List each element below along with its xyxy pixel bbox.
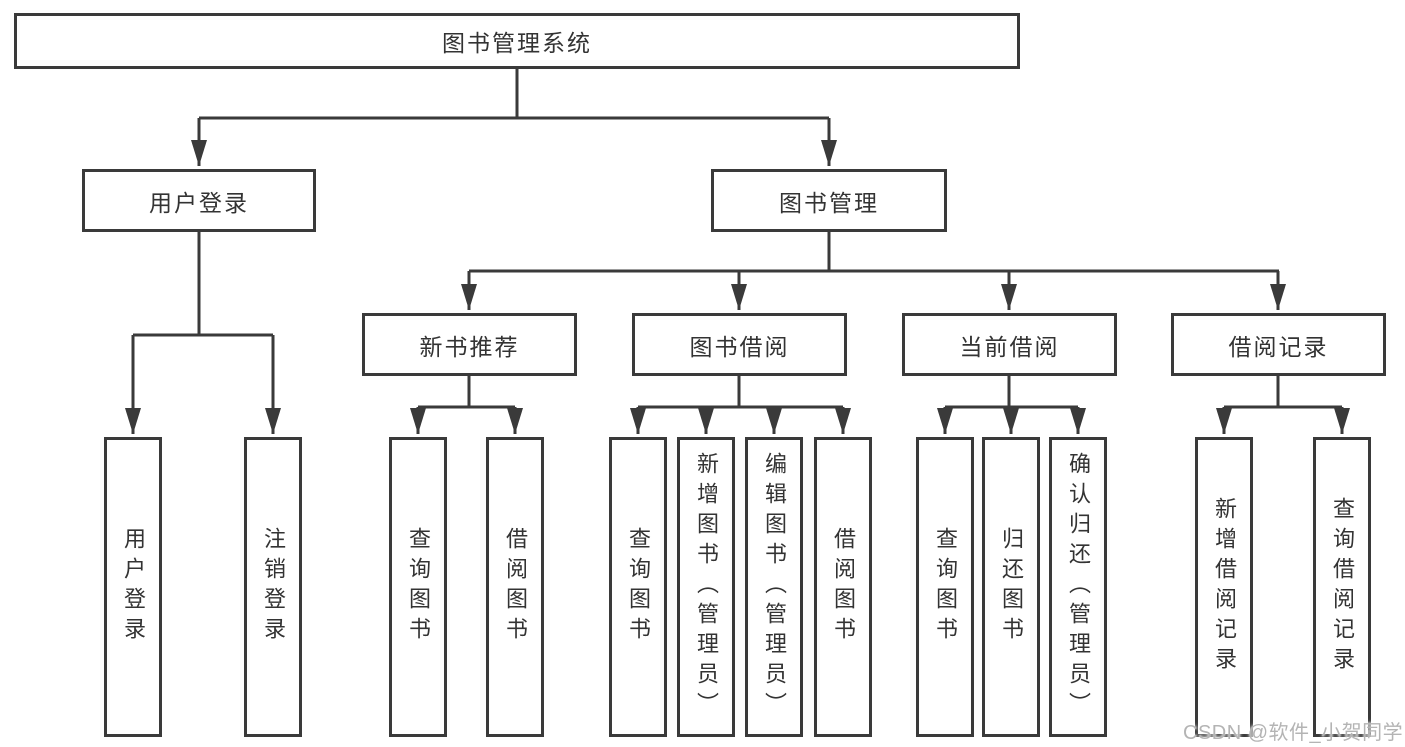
node-library-management-system: 图书管理系统 [14,13,1020,69]
tree-branch-lines [133,69,1342,409]
node-user-login: 用户登录 [82,169,316,232]
node-book-borrow: 图书借阅 [632,313,847,376]
node-new-book-recommend: 新书推荐 [362,313,577,376]
leaf-add-books-admin: 新增图书（管理员） [677,437,735,737]
arrow-lines [125,118,1350,434]
leaf-confirm-return-admin: 确认归还（管理员） [1049,437,1107,737]
leaf-edit-books-admin: 编辑图书（管理员） [745,437,803,737]
leaf-add-borrow-record: 新增借阅记录 [1195,437,1253,737]
leaf-user-login: 用户登录 [104,437,162,737]
leaf-logout: 注销登录 [244,437,302,737]
leaf-query-books-recommend: 查询图书 [389,437,447,737]
node-borrow-records: 借阅记录 [1171,313,1386,376]
leaf-borrow-books: 借阅图书 [814,437,872,737]
leaf-return-books: 归还图书 [982,437,1040,737]
leaf-query-books-borrow: 查询图书 [609,437,667,737]
node-current-borrow: 当前借阅 [902,313,1117,376]
leaf-borrow-books-recommend: 借阅图书 [486,437,544,737]
leaf-query-books-current: 查询图书 [916,437,974,737]
leaf-query-borrow-record: 查询借阅记录 [1313,437,1371,737]
node-book-management: 图书管理 [711,169,947,232]
csdn-watermark: CSDN @软件_小贺同学 [1183,722,1404,744]
